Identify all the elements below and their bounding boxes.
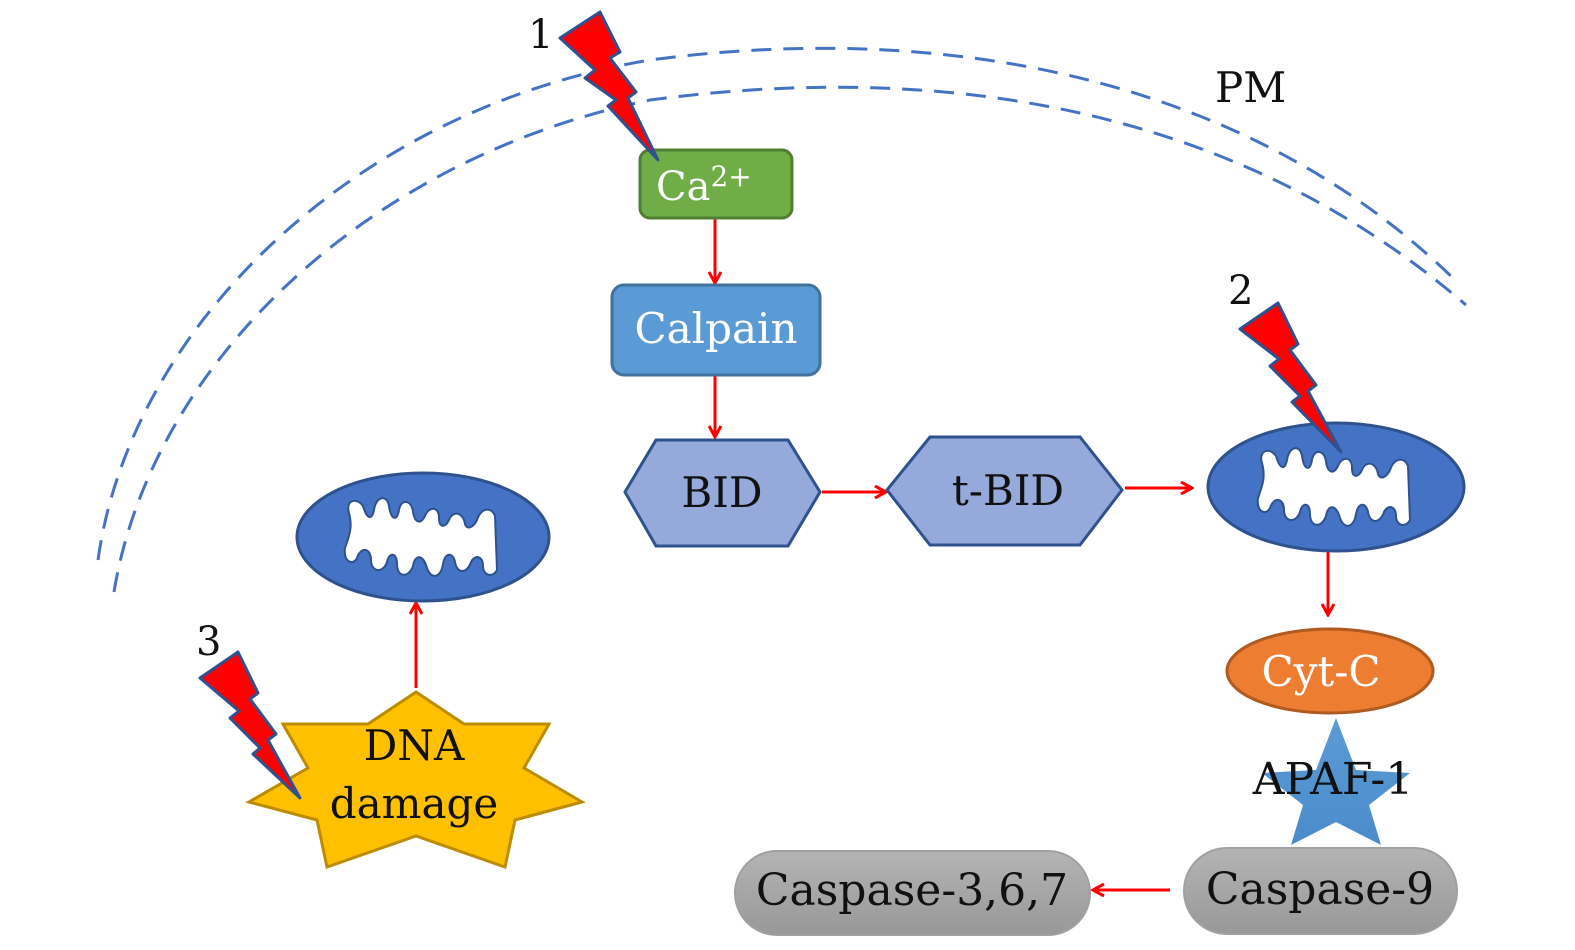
node-dna-damage: DNA damage <box>245 690 586 869</box>
trigger-3: 3 <box>196 619 302 800</box>
svg-text:Ca2+: Ca2+ <box>656 160 752 210</box>
node-caspase9: Caspase-9 <box>1183 847 1458 935</box>
starburst-icon <box>245 690 586 869</box>
trigger-number: 3 <box>196 619 221 665</box>
dna-label-line2: damage <box>330 779 499 828</box>
node-calpain: Calpain <box>610 283 822 377</box>
membrane-inner-arc <box>112 85 1467 593</box>
node-apaf1: APAF-1 <box>1252 718 1414 845</box>
mitochondrion-cristae-icon <box>1256 447 1412 527</box>
arrows <box>416 218 1328 890</box>
node-caspase367: Caspase-3,6,7 <box>734 850 1091 936</box>
node-cytc: Cyt-C <box>1225 627 1435 715</box>
mitochondrion-left <box>295 471 551 603</box>
caspase9-label: Caspase-9 <box>1206 864 1434 915</box>
trigger-number: 1 <box>528 12 553 58</box>
cytc-label: Cyt-C <box>1261 647 1380 696</box>
lightning-bolt-icon <box>198 650 302 800</box>
mitochondrion-right <box>1206 421 1466 553</box>
caspase367-label: Caspase-3,6,7 <box>756 865 1068 916</box>
trigger-number: 2 <box>1228 268 1253 314</box>
mitochondrion-cristae-icon <box>343 497 499 577</box>
calcium-superscript: 2+ <box>710 160 751 193</box>
star-icon <box>1262 718 1410 845</box>
plasma-membrane <box>96 46 1467 593</box>
node-bid: BID <box>623 438 822 548</box>
trigger-1: 1 <box>528 10 660 162</box>
dna-label-line1: DNA <box>364 721 465 770</box>
calpain-label: Calpain <box>634 304 797 353</box>
bid-label: BID <box>681 468 762 517</box>
lightning-bolt-icon <box>1238 301 1343 454</box>
apaf1-label: APAF-1 <box>1252 754 1414 805</box>
calcium-label: Ca <box>656 164 710 210</box>
trigger-2: 2 <box>1228 268 1343 454</box>
tbid-label: t-BID <box>952 466 1064 515</box>
node-tbid: t-BID <box>885 435 1124 547</box>
membrane-label: PM <box>1215 63 1286 112</box>
membrane-outer-arc <box>96 46 1457 561</box>
lightning-bolt-icon <box>558 10 660 162</box>
node-calcium: Ca2+ <box>638 148 794 220</box>
